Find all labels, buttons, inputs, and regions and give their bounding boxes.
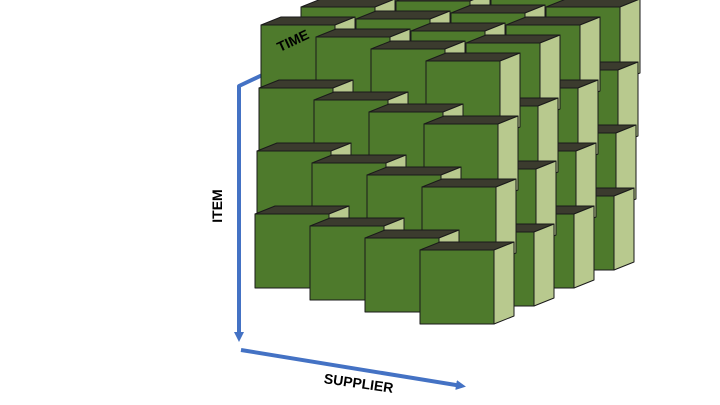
item-axis-label: ITEM xyxy=(209,189,225,222)
supplier-axis-arrow xyxy=(240,348,466,390)
cube-side-face xyxy=(573,205,595,289)
cube-side-face xyxy=(493,241,515,325)
cube-side-face xyxy=(533,223,555,307)
cube-side-face xyxy=(613,187,635,271)
cube xyxy=(419,241,515,325)
cube-front-face xyxy=(419,249,495,325)
cube-grid xyxy=(254,0,641,325)
